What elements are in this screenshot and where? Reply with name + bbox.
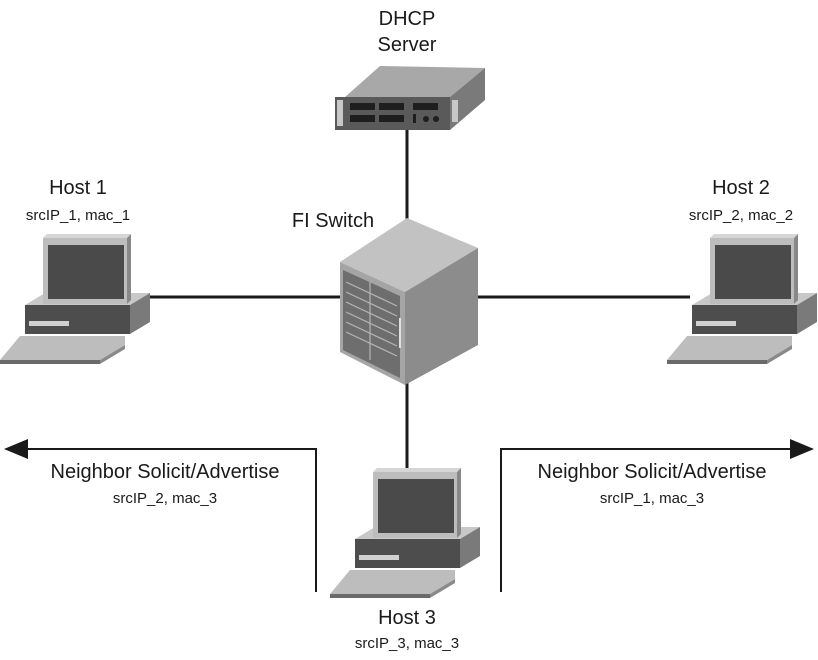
right-message-title: Neighbor Solicit/Advertise (537, 461, 767, 483)
host3-name: Host 3 (378, 607, 436, 629)
host1-name: Host 1 (49, 177, 107, 199)
host2-address: srcIP_2, mac_2 (688, 207, 794, 224)
dhcp-server-label-line1: DHCP (378, 8, 436, 30)
fi-switch-label: FI Switch (291, 210, 375, 232)
left-message-address: srcIP_2, mac_3 (112, 490, 218, 507)
host3-address: srcIP_3, mac_3 (354, 635, 460, 652)
host2-computer-icon (667, 234, 817, 364)
host1-address: srcIP_1, mac_1 (25, 207, 131, 224)
host3-computer-icon (330, 468, 480, 598)
right-message-arrow (500, 439, 814, 592)
fi-switch-icon (340, 218, 478, 385)
host2-name: Host 2 (712, 177, 770, 199)
left-message-arrow (4, 439, 317, 592)
dhcp-server-icon (335, 66, 485, 130)
left-message-title: Neighbor Solicit/Advertise (50, 461, 280, 483)
dhcp-server-label-line2: Server (377, 34, 437, 56)
right-message-address: srcIP_1, mac_3 (599, 490, 705, 507)
host1-computer-icon (0, 234, 150, 364)
